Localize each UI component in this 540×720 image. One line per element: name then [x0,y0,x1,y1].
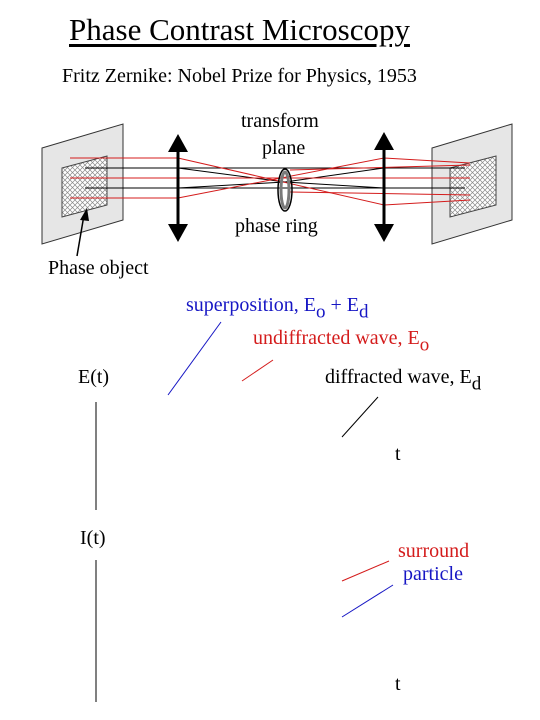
undiffracted-label: undiffracted wave, Eo [253,327,430,356]
transform-plane-label-line2: plane [262,137,306,159]
undiffracted-leader [241,359,274,382]
phase-object-label: Phase object [48,257,149,279]
phase-object-square [61,155,108,218]
surround-leader [341,560,390,582]
undiffracted-rays [85,167,465,189]
phase-object-arrow [76,208,89,257]
e-axis-label: E(t) [78,366,110,388]
page-title: Phase Contrast Microscopy [69,12,410,47]
diffracted-leader [341,396,379,438]
e-time-label: t [395,443,401,465]
superposition-leader [167,321,222,396]
surround-label: surround [398,540,470,562]
superposition-label: superposition, Eo + Ed [186,294,369,323]
i-time-label: t [395,673,401,695]
diffracted-rays [70,157,471,206]
subtitle: Fritz Zernike: Nobel Prize for Physics, … [62,65,417,87]
phase-ring-label: phase ring [235,215,318,237]
particle-leader [341,584,394,618]
lens-right [374,132,394,242]
transform-plane-label-line1: transform [241,110,319,132]
particle-label: particle [403,563,463,585]
phase-ring-shape [277,168,293,212]
lens-left [168,134,188,242]
i-axis-label: I(t) [80,527,106,549]
diffracted-label: diffracted wave, Ed [325,366,482,395]
